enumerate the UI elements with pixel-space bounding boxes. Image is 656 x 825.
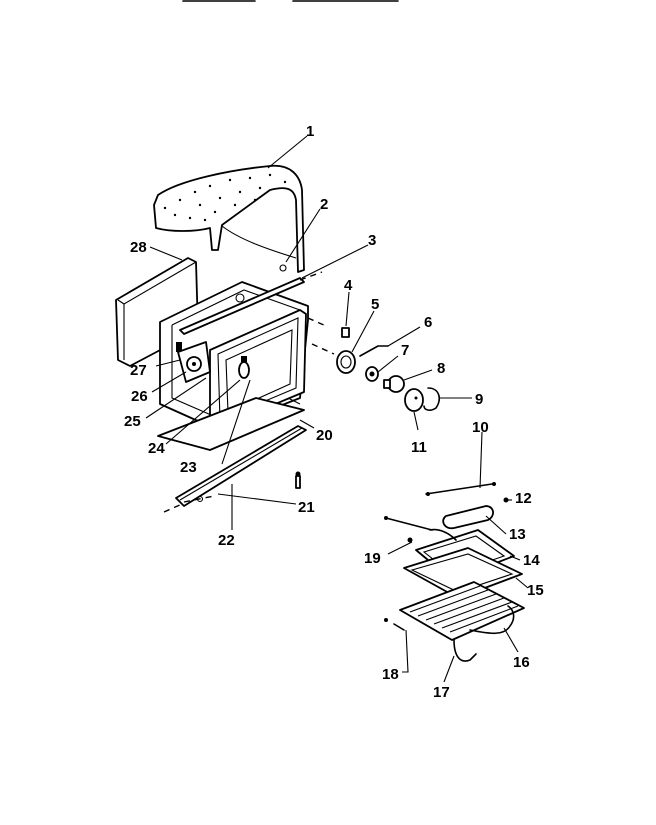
callout-10: 10	[472, 419, 489, 436]
callout-15: 15	[527, 582, 544, 599]
broil-element-assembly	[384, 482, 523, 599]
callout-13: 13	[509, 526, 526, 543]
control-parts	[307, 317, 441, 412]
callout-14: 14	[523, 552, 540, 569]
top-rail	[179, 271, 323, 335]
callout-24: 24	[148, 440, 165, 457]
callout-8: 8	[437, 360, 445, 377]
callout-20: 20	[316, 427, 333, 444]
callout-12: 12	[515, 490, 532, 507]
screw-21	[295, 471, 301, 489]
callout-17: 17	[433, 684, 450, 701]
callout-4: 4	[344, 277, 353, 294]
callout-22: 22	[218, 532, 235, 549]
screw-2	[279, 264, 287, 272]
bottom-trim	[163, 425, 307, 513]
callout-23: 23	[180, 459, 197, 476]
callout-7: 7	[401, 342, 409, 359]
callout-16: 16	[513, 654, 530, 671]
callout-19: 19	[364, 550, 381, 567]
callout-1: 1	[306, 123, 314, 140]
callout-5: 5	[371, 296, 379, 313]
outer-top-cover	[153, 164, 305, 273]
callout-26: 26	[131, 388, 148, 405]
callout-labels: 1 2 3 4 5 6 7 8 9 10 11 12 13 14 15 16 1…	[124, 123, 544, 701]
callout-18: 18	[382, 666, 399, 683]
leader-lines	[145, 135, 529, 683]
oven-cavity	[159, 281, 309, 431]
callout-11: 11	[411, 439, 427, 456]
callout-2: 2	[320, 196, 328, 213]
callout-6: 6	[424, 314, 432, 331]
callout-9: 9	[475, 391, 483, 408]
light-socket-receptacle	[177, 341, 211, 383]
cavity-lamp	[238, 356, 250, 379]
callout-21: 21	[298, 499, 315, 516]
callout-27: 27	[130, 362, 147, 379]
callout-28: 28	[130, 239, 147, 256]
bake-element-assembly	[384, 581, 525, 662]
callout-25: 25	[124, 413, 141, 430]
bottom-panel	[157, 397, 305, 451]
callout-3: 3	[368, 232, 376, 249]
